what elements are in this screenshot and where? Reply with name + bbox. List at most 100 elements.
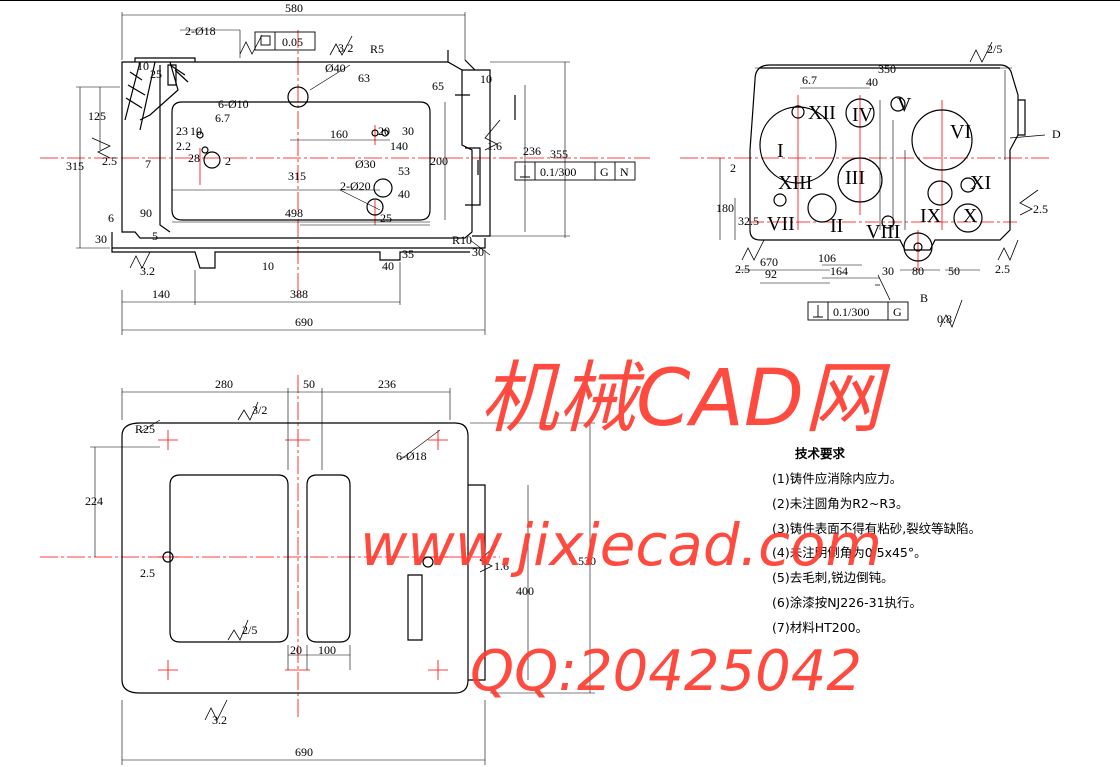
dim-2-5-plan: 2.5: [140, 566, 155, 580]
rough-3-2: 3/2: [338, 41, 353, 55]
dim-6-7: 6.7: [215, 111, 230, 125]
dim-50-plan: 50: [303, 377, 315, 391]
dim-d40: Ø40: [325, 61, 346, 75]
bore-label-ix: IX: [920, 205, 942, 227]
rough-3-2-bottom: 3.2: [140, 264, 155, 278]
rough-1-6-plan: 1.6: [494, 559, 509, 573]
view-front-labels: 580 2-Ø18 0.05 3/2 Ø40 R5 63 65 10 10 25…: [66, 1, 629, 329]
dim-r5: R5: [370, 42, 384, 56]
dim-6xd18: 6-Ø18: [396, 449, 427, 463]
dim-40-b: 40: [398, 187, 410, 201]
view-side-labels: 2/5 350 6.7 40 180 32.5 2 2.5 670 92 106…: [716, 42, 1061, 326]
dim-125: 125: [88, 109, 106, 123]
dim-180: 180: [716, 201, 734, 215]
dim-20-plan: 20: [290, 643, 302, 657]
dim-d30: Ø30: [355, 157, 376, 171]
dim-580: 580: [285, 1, 303, 15]
dim-315: 315: [66, 159, 84, 173]
bore-label-xii: XII: [808, 102, 836, 124]
dim-5: 5: [152, 229, 158, 243]
note-4: (4)未注明倒角为0.5x45°。: [772, 545, 927, 560]
dim-224: 224: [85, 494, 103, 508]
dim-6xd10: 6-Ø10: [218, 97, 249, 111]
perp-value-front: 0.1/300: [540, 165, 576, 179]
datum-g-front: G: [600, 165, 609, 179]
view-side: [680, 41, 1050, 329]
dim-164: 164: [830, 264, 848, 278]
dim-50: 50: [948, 264, 960, 278]
dim-140: 140: [390, 139, 408, 153]
flatness-value: 0.05: [282, 35, 303, 49]
rough-2-5-br: 2.5: [995, 262, 1010, 276]
technical-requirements: 技术要求 (1)铸件应消除内应力。 (2)未注圆角为R2~R3。 (3)铸件表面…: [772, 446, 981, 635]
bore-label-viii: VIII: [866, 221, 900, 243]
bore-label-x: X: [963, 205, 978, 227]
label-b: B: [920, 291, 928, 305]
bore-label-xi: XI: [970, 172, 991, 194]
dim-530: 530: [578, 554, 596, 568]
dim-2xd20: 2-Ø20: [340, 179, 371, 193]
dim-498: 498: [285, 206, 303, 220]
dim-388: 388: [290, 287, 308, 301]
rough-2-5-left: 2.5: [102, 154, 117, 168]
dim-30-side: 30: [882, 264, 894, 278]
dim-100: 100: [318, 643, 336, 657]
dim-690-top: 690: [295, 315, 313, 329]
note-7: (7)材料HT200。: [772, 620, 868, 635]
dim-92: 92: [765, 267, 777, 281]
dim-315-inner: 315: [288, 169, 306, 183]
rough-2-5-bl: 2.5: [735, 262, 750, 276]
bore-label-i: I: [777, 140, 784, 162]
watermark-site-name: 机械CAD网: [480, 354, 891, 444]
dim-355: 355: [550, 147, 568, 161]
dim-7: 7: [145, 157, 151, 171]
dim-280: 280: [215, 377, 233, 391]
view-front-section: [40, 12, 650, 335]
dim-53: 53: [398, 164, 410, 178]
dim-200: 200: [430, 154, 448, 168]
dim-63: 63: [358, 71, 370, 85]
dim-10-left: 10: [137, 59, 149, 73]
dim-40-side: 40: [866, 75, 878, 89]
notes-title: 技术要求: [795, 446, 846, 461]
view-top-plan: [40, 375, 595, 765]
dim-2-side: 2: [730, 161, 736, 175]
dim-30: 30: [402, 124, 414, 138]
dim-400: 400: [516, 584, 534, 598]
bore-label-iii: III: [845, 167, 865, 189]
dim-28: 28: [188, 151, 200, 165]
dim-32-5: 32.5: [738, 214, 759, 228]
dim-350: 350: [878, 62, 896, 76]
dim-140-b: 140: [152, 287, 170, 301]
dim-2xd18: 2-Ø18: [185, 24, 216, 38]
dim-65: 65: [432, 79, 444, 93]
dim-670: 670: [760, 255, 778, 269]
dim-90: 90: [140, 206, 152, 220]
rough-2-5-side: 2/5: [987, 42, 1002, 56]
dim-23: 23: [176, 124, 188, 138]
dim-40-c: 40: [382, 259, 394, 273]
rough-1-6: 1.6: [487, 139, 502, 153]
dim-160: 160: [330, 127, 348, 141]
dim-r25: R25: [135, 422, 155, 436]
rough-3-2-plan-bottom: 3.2: [212, 713, 227, 727]
watermark-url: www.jixiecad.com: [360, 511, 882, 579]
rough-3-2-plan: 3/2: [252, 403, 267, 417]
dim-r10: R10: [452, 233, 472, 247]
bore-label-iv: IV: [852, 104, 874, 126]
bore-label-v: V: [897, 94, 912, 116]
dim-10-right: 10: [480, 72, 492, 86]
dim-10-c: 10: [262, 259, 274, 273]
dim-236-plan: 236: [378, 377, 396, 391]
rough-2-5-plan: 2/5: [242, 623, 257, 637]
bore-label-xiii: XIII: [778, 172, 812, 194]
note-2: (2)未注圆角为R2~R3。: [772, 496, 908, 511]
dim-25: 25: [150, 67, 162, 81]
watermark-qq: QQ:20425042: [470, 639, 862, 704]
rough-0-8: 0.8: [937, 312, 952, 326]
dim-35: 35: [402, 247, 414, 261]
dim-25-b: 25: [380, 211, 392, 225]
rough-2-5-right: 2.5: [1033, 202, 1048, 216]
dim-80: 80: [912, 264, 924, 278]
